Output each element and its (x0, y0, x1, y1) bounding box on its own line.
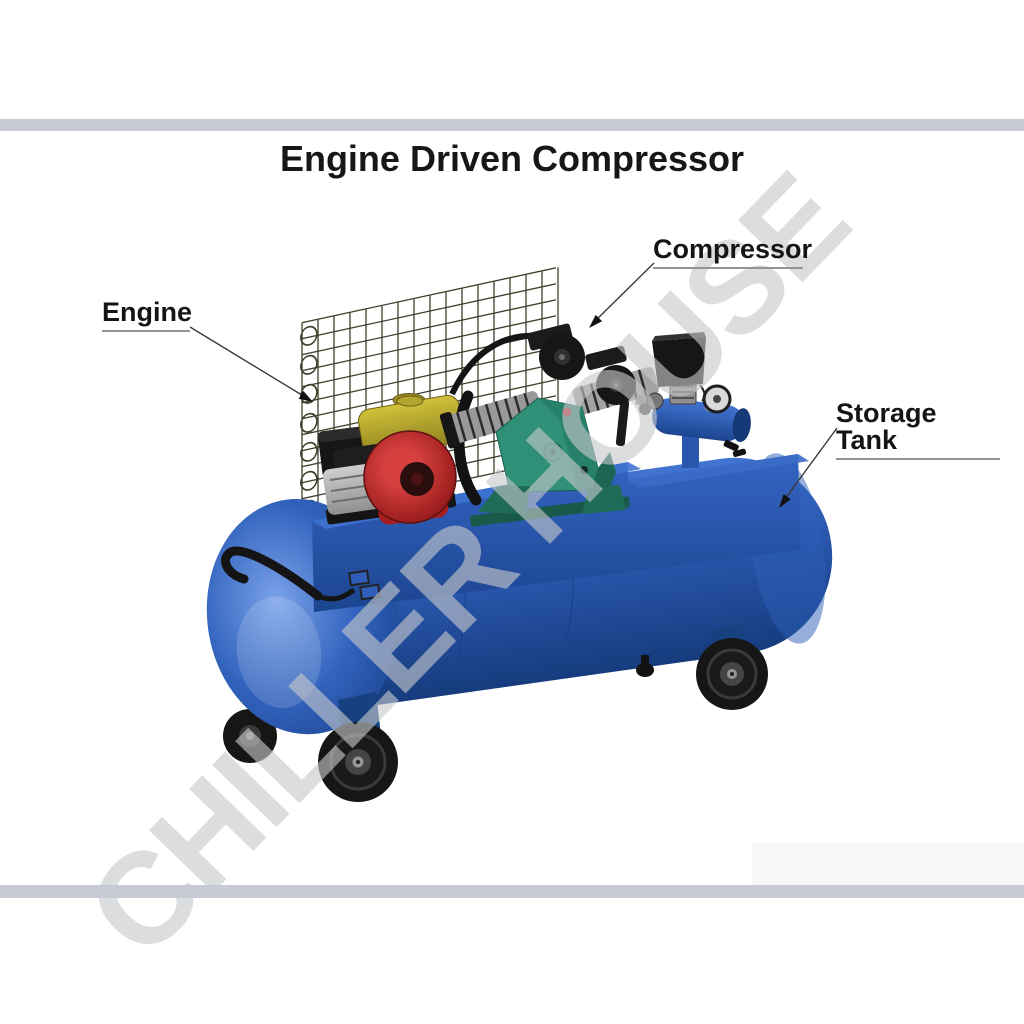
pump-foot-right (582, 485, 626, 514)
front-wheel-assembly (318, 692, 398, 802)
right-wheel-assembly (696, 624, 768, 710)
tank-riser-pipe (682, 430, 699, 468)
pump-side-face (592, 452, 616, 492)
gauge-hub (713, 395, 721, 403)
tank-drain-valve (636, 655, 654, 677)
cylinder-head-left (527, 323, 573, 351)
unloader-knob (562, 407, 572, 417)
flywheel-left-dot (559, 354, 565, 360)
flywheel-right-dot (613, 382, 619, 388)
right-wheel-dot (730, 672, 734, 676)
pressure-switch-top (652, 332, 706, 341)
oil-plug (580, 466, 588, 474)
hose-clips (348, 569, 381, 601)
fuel-cap-top (396, 395, 424, 407)
mesh-edge-loops (300, 325, 318, 520)
manifold-end-cap (732, 408, 751, 443)
top-border-bar (0, 119, 1024, 131)
platform-top-face-right (628, 454, 809, 488)
recoil-hub (411, 473, 423, 485)
label-engine: Engine (102, 299, 192, 332)
label-compressor: Compressor (653, 236, 812, 269)
tank-platform (312, 454, 801, 612)
rear-left-wheel (223, 709, 277, 763)
pump-foot-left (478, 486, 530, 514)
guard-bracket (453, 390, 482, 506)
cylinder-head-right (585, 346, 627, 370)
bottom-border-bar (0, 885, 1024, 898)
pressure-switch (652, 337, 706, 387)
pump-emblem-dot (550, 449, 556, 455)
finned-cylinder-left (439, 391, 544, 449)
safety-valves (635, 392, 664, 415)
handle-hose (317, 587, 356, 602)
flywheel-stem (615, 400, 630, 447)
page-title: Engine Driven Compressor (279, 138, 745, 179)
drain-cock (723, 439, 747, 458)
label-storage-tank: Storage Tank (836, 400, 1000, 460)
terminal-stripes (672, 385, 694, 399)
front-wheel-dot (356, 760, 360, 764)
compressor-pump-illustration (439, 323, 659, 527)
engine-illustration (317, 393, 464, 525)
manifold-assembly (635, 332, 751, 468)
tank-handle (221, 546, 323, 601)
floor-shadow (752, 843, 1024, 885)
